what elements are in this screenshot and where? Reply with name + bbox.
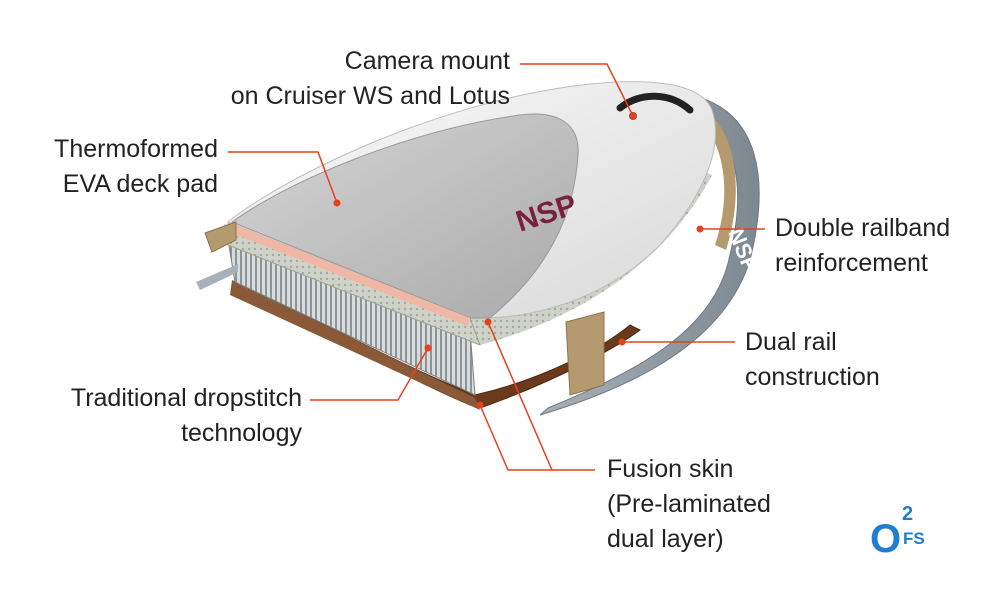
callout-camera-line1: Camera mount (344, 47, 510, 75)
callout-deckpad-line1: Thermoformed (54, 135, 218, 163)
callout-dualrail-line1: Dual rail (745, 328, 837, 356)
badge-superscript: 2 (902, 503, 913, 525)
callout-dualrail-line2: construction (745, 363, 880, 391)
callout-fusion-line3: dual layer) (607, 525, 724, 553)
bottom-skin (230, 280, 480, 410)
badge-o: O (870, 517, 901, 561)
callout-camera-mount: Camera mount on Cruiser WS and Lotus (150, 44, 510, 114)
leader-lines (228, 63, 765, 471)
callout-railband-line2: reinforcement (775, 249, 928, 277)
callout-deckpad-line2: EVA deck pad (62, 170, 218, 198)
leader-dots (333, 112, 704, 409)
leader-fusion-bottom (479, 404, 552, 471)
deck-pad-edge (224, 222, 470, 326)
outer-railband (539, 94, 760, 416)
leader-dropstitch (310, 347, 429, 401)
eva-deck-pad (230, 113, 579, 319)
callout-dropstitch-line1: Traditional dropstitch (70, 384, 302, 412)
dual-rail-band (196, 221, 605, 396)
callout-railband: Double railband reinforcement (775, 211, 950, 281)
badge-subscript: FS (903, 529, 925, 548)
callout-dropstitch-line2: technology (181, 419, 302, 447)
callout-dual-rail: Dual rail construction (745, 325, 880, 395)
callout-fusion-line2: (Pre-laminated (607, 490, 771, 518)
leader-camera (520, 63, 634, 117)
callout-railband-line1: Double railband (775, 214, 951, 242)
callout-deck-pad: Thermoformed EVA deck pad (0, 132, 218, 202)
leader-deckpad (228, 151, 338, 204)
callout-camera-line2: on Cruiser WS and Lotus (230, 82, 510, 110)
callout-fusion-skin: Fusion skin (Pre-laminated dual layer) (607, 452, 771, 557)
o2fs-badge: O 2 FS (870, 503, 925, 561)
callout-dropstitch: Traditional dropstitch technology (0, 381, 302, 451)
callout-fusion-line1: Fusion skin (607, 455, 734, 483)
